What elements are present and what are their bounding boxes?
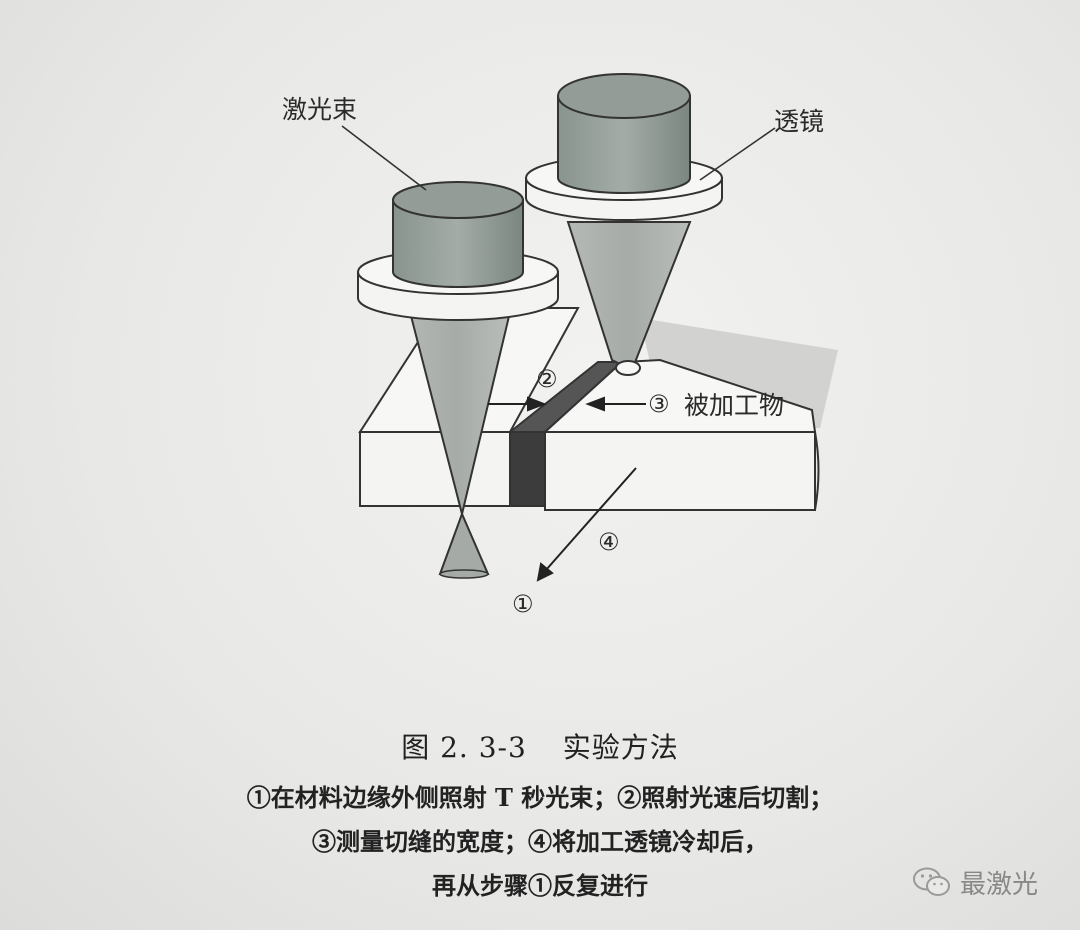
laser-cutting-diagram: 激光束 透镜 被加工物 ② ③ ④ ① xyxy=(282,73,838,618)
figure-number: 图 2. 3-3 xyxy=(401,731,527,764)
caption-line-1: ①在材料边缘外侧照射 T 秒光束；②照射光速后切割； xyxy=(246,783,834,812)
caption-line-3: 再从步骤①反复进行 xyxy=(432,871,648,900)
kerf-width-arrows xyxy=(488,396,646,412)
marker-4: ④ xyxy=(598,528,620,556)
marker-3: ③ xyxy=(648,390,670,418)
watermark-text: 最激光 xyxy=(960,869,1039,900)
label-beam: 激光束 xyxy=(282,95,357,124)
direction-arrow xyxy=(536,467,637,582)
laser-head-left xyxy=(357,181,559,579)
laser-head-right xyxy=(525,73,723,376)
beam-leader-line xyxy=(341,125,427,191)
workpiece xyxy=(358,307,820,511)
marker-1: ① xyxy=(512,590,534,618)
figure-title: 实验方法 xyxy=(562,731,679,764)
label-workpiece: 被加工物 xyxy=(684,391,784,420)
watermark: 最激光 xyxy=(912,862,1038,902)
figure-caption-title: 图 2. 3-3 实验方法 xyxy=(0,726,1080,766)
lens-leader-line xyxy=(699,127,776,181)
wechat-icon xyxy=(913,867,950,896)
caption-line-2: ③测量切缝的宽度；④将加工透镜冷却后， xyxy=(312,827,768,856)
label-lens: 透镜 xyxy=(774,107,824,136)
marker-2: ② xyxy=(536,365,558,393)
